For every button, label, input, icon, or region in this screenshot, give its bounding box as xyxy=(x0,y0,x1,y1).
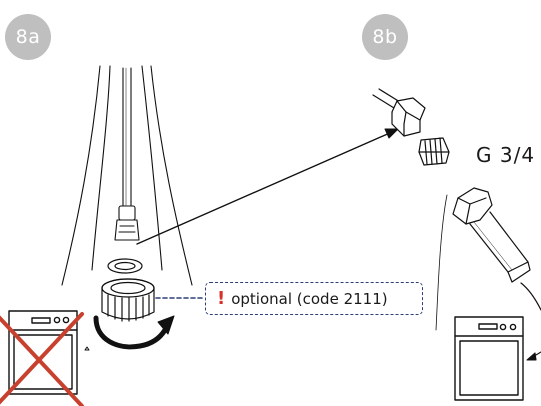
inlet-arrow xyxy=(526,351,541,361)
step-label-8b: 8b xyxy=(372,26,398,48)
thread-size-label: G 3/4 xyxy=(476,143,536,167)
rotate-arrow-icon xyxy=(93,315,175,350)
direction-arrow xyxy=(136,128,399,245)
dishwasher-icon xyxy=(454,316,524,401)
optional-note-text: optional (code 2111) xyxy=(231,289,388,308)
optional-note: ! optional (code 2111) xyxy=(205,282,423,315)
step-badge-8b: 8b xyxy=(362,14,408,60)
step-label-8a: 8a xyxy=(15,26,41,48)
spray-hose-lines xyxy=(61,65,193,286)
sealing-washer xyxy=(107,258,143,274)
step-badge-8a: 8a xyxy=(5,14,51,60)
union-nut xyxy=(101,278,155,322)
cross-icon xyxy=(0,312,84,406)
hose-tube xyxy=(122,67,132,207)
warning-mark: ! xyxy=(217,288,226,309)
appliance-hose-end xyxy=(435,187,541,331)
hose-connector-nut xyxy=(372,88,426,137)
hose-fitting xyxy=(114,205,140,241)
threaded-adapter xyxy=(418,137,450,166)
